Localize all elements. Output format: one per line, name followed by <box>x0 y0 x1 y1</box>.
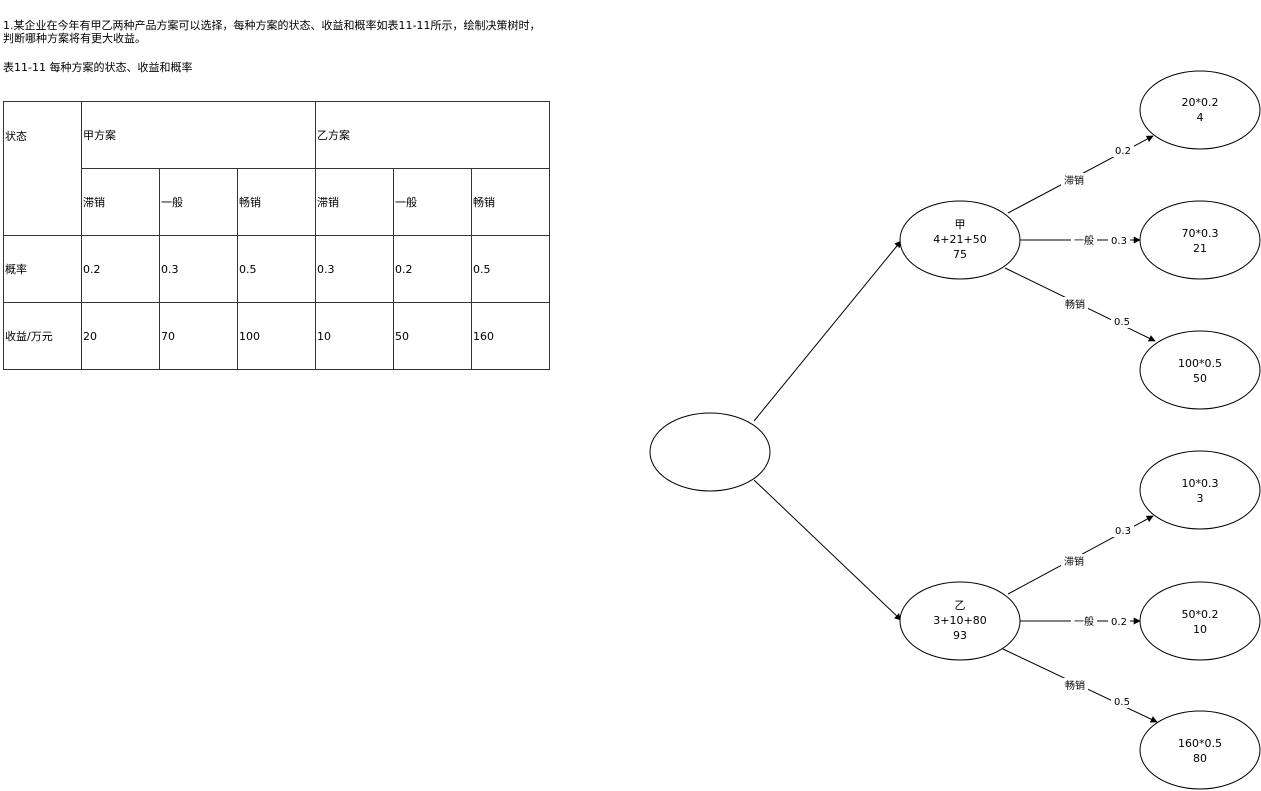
branch-node-name: 乙 <box>955 599 966 612</box>
leaf-node <box>1139 710 1261 790</box>
edge-label-state: 滞销 <box>1064 174 1084 187</box>
leaf-node-calc: 70*0.3 <box>1182 227 1219 240</box>
question-text: 1.某企业在今年有甲乙两种产品方案可以选择，每种方案的状态、收益和概率如表11-… <box>3 19 541 45</box>
table-cell: 滞销 <box>315 168 394 236</box>
table-cell: 160 <box>471 302 550 370</box>
table-cell: 70 <box>159 302 238 370</box>
leaf-node-calc: 160*0.5 <box>1178 737 1222 750</box>
root-decision-node <box>649 412 771 492</box>
edge-label-prob: 0.5 <box>1114 317 1130 328</box>
state-income-probability-table: 状态 甲方案 乙方案 滞销 一般 畅销 滞销 一般 畅销 概率 0.2 0.3 … <box>3 101 550 370</box>
leaf-node <box>1139 70 1261 150</box>
leaf-node-calc: 50*0.2 <box>1182 608 1219 621</box>
table-row: 收益/万元 20 70 100 10 50 160 <box>3 302 550 370</box>
table-row: 概率 0.2 0.3 0.5 0.3 0.2 0.5 <box>3 235 550 303</box>
branch-node-formula: 4+21+50 <box>933 233 986 246</box>
branch-node-value: 75 <box>953 248 967 261</box>
edge-label-state: 一般 <box>1074 234 1094 247</box>
leaf-node-calc: 100*0.5 <box>1178 357 1222 370</box>
table-cell: 0.2 <box>81 235 160 303</box>
table-caption: 表11-11 每种方案的状态、收益和概率 <box>3 61 193 74</box>
table-cell: 0.3 <box>159 235 238 303</box>
leaf-node-result: 10 <box>1193 623 1207 636</box>
edge-label-state: 滞销 <box>1064 555 1084 568</box>
edge-label-prob: 0.2 <box>1111 617 1127 628</box>
leaf-node <box>1139 581 1261 661</box>
leaf-node <box>1139 450 1261 530</box>
branch-node-yi <box>899 581 1021 661</box>
table-cell: 0.5 <box>471 235 550 303</box>
table-cell: 0.2 <box>393 235 472 303</box>
edge-label-state: 畅销 <box>1065 679 1085 692</box>
table-cell: 20 <box>81 302 160 370</box>
table-header-plan-yi: 乙方案 <box>315 101 550 169</box>
leaf-node-calc: 10*0.3 <box>1182 477 1219 490</box>
leaf-node-result: 21 <box>1193 242 1207 255</box>
edge-root-to-jia <box>753 240 902 422</box>
branch-node-formula: 3+10+80 <box>933 614 986 627</box>
leaf-node-result: 80 <box>1193 752 1207 765</box>
branch-node-jia <box>899 200 1021 280</box>
table-header-plan-jia: 甲方案 <box>81 101 316 169</box>
table-cell: 滞销 <box>81 168 160 236</box>
table-row: 状态 甲方案 乙方案 <box>3 101 550 236</box>
branch-node-name: 甲 <box>955 218 966 231</box>
leaf-node <box>1139 200 1261 280</box>
table-row: 滞销 一般 畅销 滞销 一般 畅销 <box>4 168 550 236</box>
edge-label-prob: 0.3 <box>1111 236 1127 247</box>
edge-label-prob: 0.3 <box>1115 526 1131 537</box>
edge-label-state: 一般 <box>1074 615 1094 628</box>
edge-label-prob: 0.5 <box>1114 697 1130 708</box>
table-cell: 0.5 <box>237 235 316 303</box>
leaf-node-result: 3 <box>1197 492 1204 505</box>
edge-label-state: 畅销 <box>1065 298 1085 311</box>
leaf-node-result: 50 <box>1193 372 1207 385</box>
table-cell: 畅销 <box>237 168 316 236</box>
branch-node-value: 93 <box>953 629 967 642</box>
leaf-node <box>1139 330 1261 410</box>
table-cell: 10 <box>315 302 394 370</box>
table-cell: 一般 <box>159 168 238 236</box>
leaf-node-calc: 20*0.2 <box>1182 96 1219 109</box>
table-row-label: 收益/万元 <box>3 302 82 370</box>
leaf-node-result: 4 <box>1197 111 1204 124</box>
edge-label-prob: 0.2 <box>1115 146 1131 157</box>
edge-root-to-yi <box>753 479 902 621</box>
